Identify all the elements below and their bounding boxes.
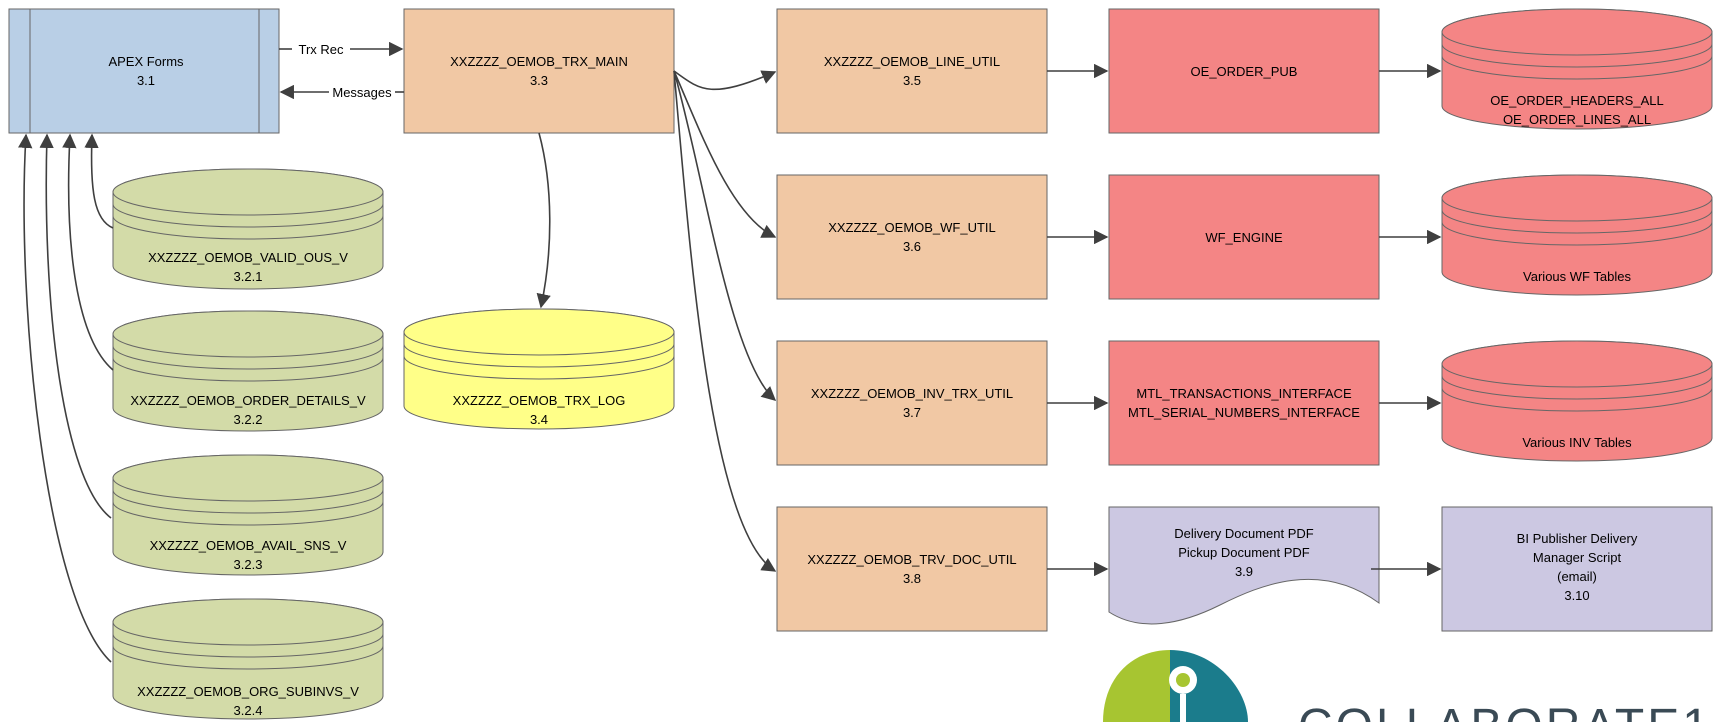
edge-messages: Messages — [279, 84, 404, 100]
trv-doc-util-number: 3.8 — [903, 571, 921, 586]
oe-order-pub-node: OE_ORDER_PUB — [1108, 8, 1380, 134]
oe-tables-line2: OE_ORDER_LINES_ALL — [1503, 112, 1651, 127]
avail-sns-title: XXZZZZ_OEMOB_AVAIL_SNS_V — [150, 538, 347, 553]
collaborate-logo: COLLABORATE1 — [1103, 650, 1712, 727]
valid-ous-number: 3.2.1 — [234, 269, 263, 284]
delivery-documents-line1: Delivery Document PDF — [1174, 526, 1313, 541]
order-details-title: XXZZZZ_OEMOB_ORDER_DETAILS_V — [130, 393, 366, 408]
bi-publisher-line2: Manager Script — [1533, 550, 1622, 565]
api-to-table-edges — [1371, 63, 1442, 577]
trx-main-node: XXZZZZ_OEMOB_TRX_MAIN 3.3 — [403, 8, 675, 134]
wf-engine-title: WF_ENGINE — [1205, 230, 1283, 245]
apex-forms-number: 3.1 — [137, 73, 155, 88]
line-util-node: XXZZZZ_OEMOB_LINE_UTIL 3.5 — [776, 8, 1048, 134]
mtl-interface-node: MTL_TRANSACTIONS_INTERFACE MTL_SERIAL_NU… — [1108, 340, 1380, 466]
oe-tables-line1: OE_ORDER_HEADERS_ALL — [1490, 93, 1663, 108]
edge-messages-label: Messages — [332, 85, 392, 100]
wf-engine-node: WF_ENGINE — [1108, 174, 1380, 300]
wf-util-number: 3.6 — [903, 239, 921, 254]
trx-log-node: XXZZZZ_OEMOB_TRX_LOG 3.4 — [403, 308, 675, 430]
org-subinvs-view-node: XXZZZZ_OEMOB_ORG_SUBINVS_V 3.2.4 — [112, 598, 384, 720]
bi-publisher-line3: (email) — [1557, 569, 1597, 584]
avail-sns-view-node: XXZZZZ_OEMOB_AVAIL_SNS_V 3.2.3 — [112, 454, 384, 576]
trv-doc-util-node: XXZZZZ_OEMOB_TRV_DOC_UTIL 3.8 — [776, 506, 1048, 632]
org-subinvs-title: XXZZZZ_OEMOB_ORG_SUBINVS_V — [137, 684, 359, 699]
edge-trx-rec: Trx Rec — [279, 41, 404, 57]
trv-doc-util-title: XXZZZZ_OEMOB_TRV_DOC_UTIL — [807, 552, 1016, 567]
line-util-title: XXZZZZ_OEMOB_LINE_UTIL — [824, 54, 1000, 69]
trx-main-number: 3.3 — [530, 73, 548, 88]
trx-main-title: XXZZZZ_OEMOB_TRX_MAIN — [450, 54, 628, 69]
inv-trx-util-node: XXZZZZ_OEMOB_INV_TRX_UTIL 3.7 — [776, 340, 1048, 466]
trx-log-number: 3.4 — [530, 412, 548, 427]
apex-forms-box — [8, 8, 280, 134]
trx-main-box — [403, 8, 675, 134]
oe-order-pub-title: OE_ORDER_PUB — [1191, 64, 1298, 79]
order-details-view-node: XXZZZZ_OEMOB_ORDER_DETAILS_V 3.2.2 — [112, 310, 384, 432]
inv-tables-title: Various INV Tables — [1522, 435, 1632, 450]
inv-trx-util-title: XXZZZZ_OEMOB_INV_TRX_UTIL — [811, 386, 1013, 401]
inv-tables-node: Various INV Tables — [1441, 340, 1713, 462]
wf-tables-title: Various WF Tables — [1523, 269, 1631, 284]
bi-publisher-number: 3.10 — [1564, 588, 1589, 603]
inv-trx-util-number: 3.7 — [903, 405, 921, 420]
bi-publisher-node: BI Publisher Delivery Manager Script (em… — [1441, 506, 1713, 632]
main-to-util-edges — [673, 70, 777, 572]
wf-util-node: XXZZZZ_OEMOB_WF_UTIL 3.6 — [776, 174, 1048, 300]
bi-publisher-line1: BI Publisher Delivery — [1517, 531, 1638, 546]
util-to-api-edges — [1047, 63, 1109, 577]
mtl-interface-line1: MTL_TRANSACTIONS_INTERFACE — [1136, 386, 1352, 401]
collaborate-logo-text: COLLABORATE1 — [1298, 700, 1712, 722]
valid-ous-view-node: XXZZZZ_OEMOB_VALID_OUS_V 3.2.1 — [112, 168, 384, 290]
oe-tables-node: OE_ORDER_HEADERS_ALL OE_ORDER_LINES_ALL — [1441, 8, 1713, 130]
line-util-number: 3.5 — [903, 73, 921, 88]
mtl-interface-line2: MTL_SERIAL_NUMBERS_INTERFACE — [1128, 405, 1360, 420]
delivery-documents-number: 3.9 — [1235, 564, 1253, 579]
delivery-documents-node: Delivery Document PDF Pickup Document PD… — [1108, 506, 1380, 625]
order-details-number: 3.2.2 — [234, 412, 263, 427]
wf-util-title: XXZZZZ_OEMOB_WF_UTIL — [828, 220, 996, 235]
trx-log-title: XXZZZZ_OEMOB_TRX_LOG — [453, 393, 626, 408]
wf-tables-node: Various WF Tables — [1441, 174, 1713, 296]
org-subinvs-number: 3.2.4 — [234, 703, 263, 718]
edge-trx-rec-label: Trx Rec — [298, 42, 344, 57]
apex-forms-node: APEX Forms 3.1 — [8, 8, 280, 134]
apex-forms-title: APEX Forms — [108, 54, 184, 69]
delivery-documents-line2: Pickup Document PDF — [1178, 545, 1310, 560]
avail-sns-number: 3.2.3 — [234, 557, 263, 572]
valid-ous-title: XXZZZZ_OEMOB_VALID_OUS_V — [148, 250, 348, 265]
view-to-apex-edges — [18, 133, 114, 663]
edge-main-to-log — [536, 132, 551, 309]
